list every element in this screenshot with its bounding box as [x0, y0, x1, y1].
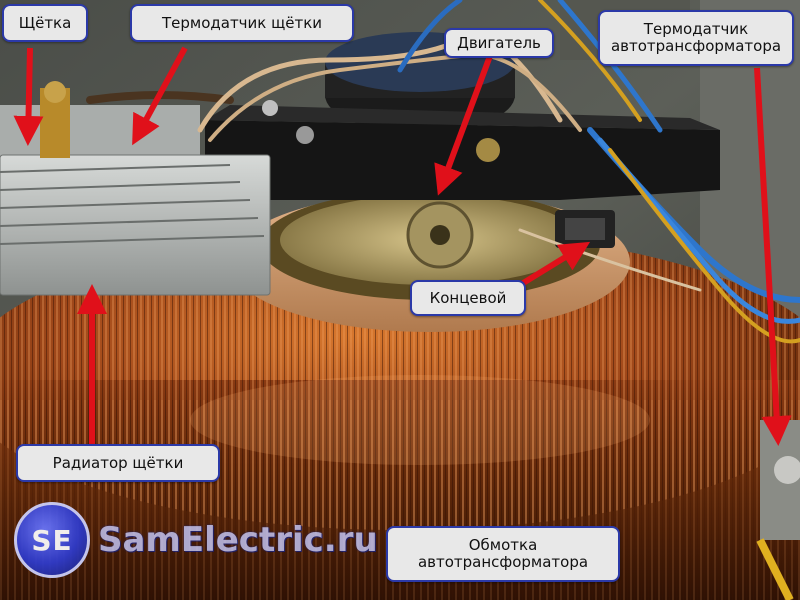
arrow-brush — [13, 47, 44, 146]
label-transformer-thermosensor: Термодатчик автотрансформатора — [598, 10, 794, 66]
label-limit-switch: Концевой — [410, 280, 526, 316]
watermark: SE SamElectric.ru — [14, 500, 378, 580]
arrow-limit-switch — [518, 241, 591, 288]
label-motor: Двигатель — [444, 28, 554, 58]
arrow-motor — [434, 54, 493, 196]
site-name: SamElectric.ru — [98, 520, 378, 560]
label-brush-thermosensor: Термодатчик щётки — [130, 4, 354, 42]
arrow-brush-sensor — [132, 46, 188, 146]
site-logo-icon: SE — [14, 502, 90, 578]
label-brush-radiator: Радиатор щётки — [16, 444, 220, 482]
label-transformer-winding: Обмотка автотрансформатора — [386, 526, 620, 582]
label-brush: Щётка — [2, 4, 88, 42]
arrow-transformer-sensor — [754, 67, 792, 446]
